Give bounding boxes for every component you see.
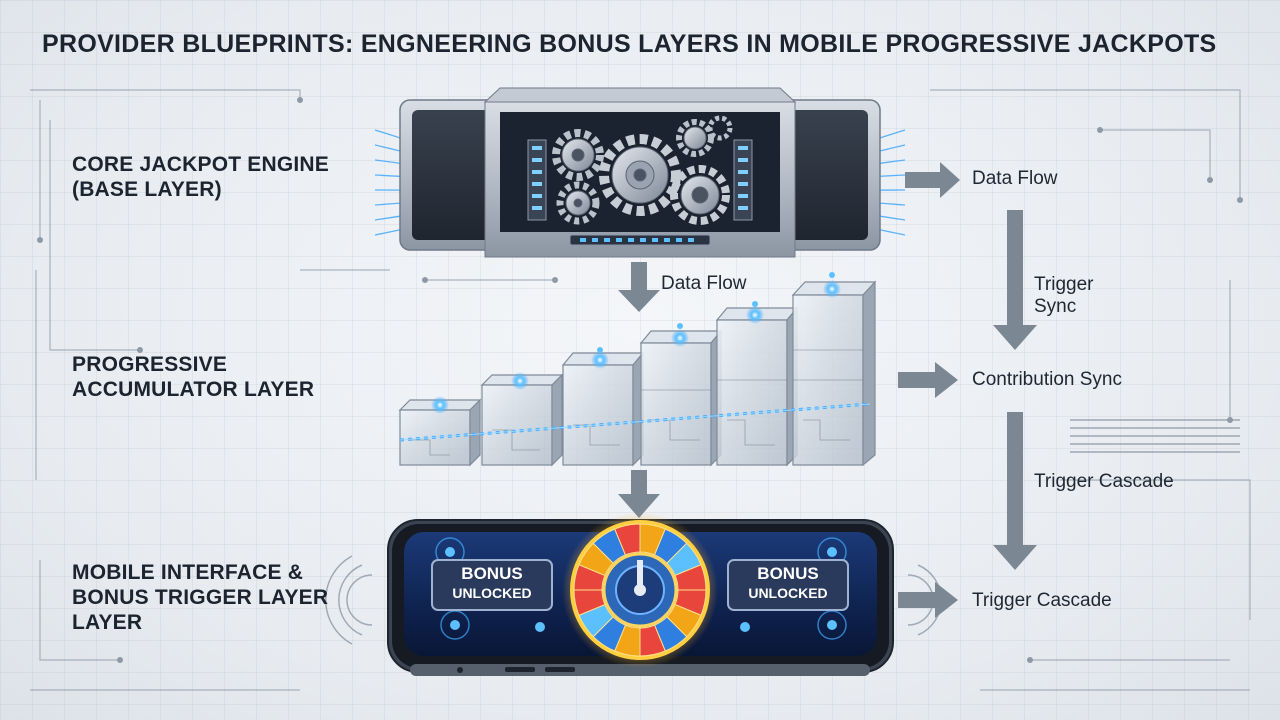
bonus-badge-left: BONUS UNLOCKED bbox=[432, 564, 552, 602]
circuit-lines bbox=[30, 89, 1251, 691]
bonus-badge-right-line2: UNLOCKED bbox=[748, 585, 828, 601]
data-flow-right-label: Data Flow bbox=[972, 168, 1058, 189]
mobile-layer-label: MOBILE INTERFACE & BONUS TRIGGER LAYER L… bbox=[72, 561, 329, 634]
data-flow-down-label: Data Flow bbox=[661, 273, 747, 294]
trigger-sync-label: Trigger Sync bbox=[1034, 274, 1094, 317]
bonus-badge-left-line2: UNLOCKED bbox=[452, 585, 532, 601]
accumulator-illustration bbox=[398, 272, 877, 467]
trigger-cascade-right-label: Trigger Cascade bbox=[972, 590, 1112, 611]
bonus-badge-left-line1: BONUS bbox=[461, 564, 523, 583]
core-engine-label: CORE JACKPOT ENGINE (BASE LAYER) bbox=[72, 153, 329, 201]
mobile-phone-illustration bbox=[325, 512, 942, 676]
page-title: PROVIDER BLUEPRINTS: ENGNEERING BONUS LA… bbox=[42, 30, 1217, 58]
wheel-segment bbox=[674, 564, 707, 591]
trigger-cascade-mid-label: Trigger Cascade bbox=[1034, 471, 1174, 492]
accumulator-layer-label: PROGRESSIVE ACCUMULATOR LAYER bbox=[72, 353, 315, 401]
bonus-badge-right-line1: BONUS bbox=[757, 564, 819, 583]
ribbon-lines bbox=[1070, 419, 1240, 453]
bonus-badge-right: BONUS UNLOCKED bbox=[728, 564, 848, 602]
contribution-sync-label: Contribution Sync bbox=[972, 369, 1122, 390]
core-engine-illustration bbox=[374, 87, 906, 258]
flow-arrows bbox=[618, 162, 1037, 618]
